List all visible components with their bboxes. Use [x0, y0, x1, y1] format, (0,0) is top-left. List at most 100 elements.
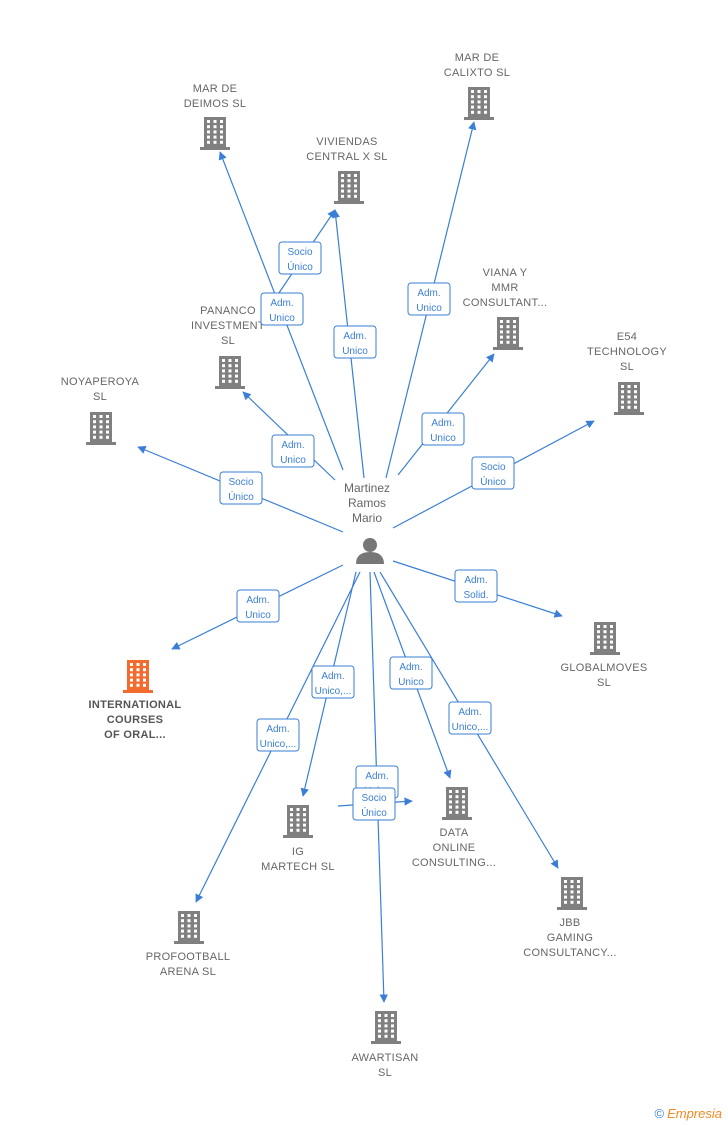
company-label: ARENA SL: [160, 966, 216, 978]
company-node-data-online[interactable]: DATAONLINECONSULTING...: [412, 787, 496, 869]
relation-label-text: Adm.: [281, 440, 304, 451]
company-label: COURSES: [107, 714, 164, 726]
company-label: CALIXTO SL: [444, 67, 510, 79]
building-icon: [493, 317, 523, 350]
person-label: Martinez: [344, 481, 390, 495]
relation-label: Adm. Unico: [236, 589, 280, 623]
company-label: TECHNOLOGY: [587, 346, 667, 358]
building-icon: [334, 171, 364, 204]
company-label: IG: [292, 846, 304, 858]
relation-label-text: Unico: [245, 610, 271, 621]
relation-label-text: Unico: [342, 346, 368, 357]
relation-label-text: Socio: [228, 477, 253, 488]
company-label: GAMING: [547, 932, 593, 944]
building-icon: [614, 382, 644, 415]
relation-label-text: Unico: [269, 313, 295, 324]
building-icon: [590, 622, 620, 655]
relation-label-text: Unico: [416, 303, 442, 314]
copyright-icon: ©: [654, 1106, 665, 1121]
relation-label-text: Adm.: [464, 575, 487, 586]
relation-label-text: Único: [361, 806, 387, 819]
company-label: VIVIENDAS: [316, 136, 377, 148]
company-label: SL: [597, 677, 611, 689]
relation-label-text: Socio: [287, 247, 312, 258]
company-label: MAR DE: [455, 52, 500, 64]
company-node-ig-martech[interactable]: IG MARTECH SL: [261, 805, 335, 873]
company-label: SL: [221, 335, 235, 347]
relation-label-text: Unico: [398, 677, 424, 688]
relation-label: Adm.Unico,...: [256, 718, 300, 752]
company-node-awartisan[interactable]: AWARTISAN SL: [351, 1011, 418, 1079]
relation-label-text: Único: [287, 260, 313, 273]
relation-label-text: Adm.: [365, 771, 388, 782]
company-node-jbb-gaming[interactable]: JBB GAMING CONSULTANCY...: [523, 877, 616, 959]
building-icon: [283, 805, 313, 838]
relation-label: Adm.Unico,...: [311, 665, 355, 699]
company-label: DATA: [440, 827, 469, 839]
company-label: AWARTISAN: [351, 1052, 418, 1064]
relation-label-text: Solid.: [463, 590, 488, 601]
company-label: CONSULTANT...: [463, 297, 548, 309]
building-icon: [442, 787, 472, 820]
company-label: MAR DE: [193, 83, 238, 95]
relation-label-text: Adm.: [246, 595, 269, 606]
relation-label-text: Adm.: [270, 298, 293, 309]
building-icon: [557, 877, 587, 910]
relation-label: Adm. Unico: [260, 292, 304, 326]
building-icon: [215, 356, 245, 389]
relation-label-text: Unico,...: [452, 722, 489, 733]
company-label: CONSULTANCY...: [523, 947, 616, 959]
relation-label: Adm.Unico: [421, 412, 465, 446]
relation-label: Adm. Unico: [333, 325, 377, 359]
relation-label-text: Socio: [480, 462, 505, 473]
relation-label-text: Único: [228, 490, 254, 503]
company-node-pananco[interactable]: PANANCO INVESTMENT SL: [191, 305, 265, 389]
building-icon: [123, 660, 153, 693]
company-label: SL: [93, 391, 107, 403]
company-node-mar-de-calixto[interactable]: MAR DE CALIXTO SL: [444, 52, 510, 120]
company-label: DEIMOS SL: [184, 98, 247, 110]
company-node-viviendas-central[interactable]: VIVIENDAS CENTRAL X SL: [306, 136, 387, 204]
building-icon: [200, 117, 230, 150]
company-label: PANANCO: [200, 305, 256, 317]
relation-label-text: Adm.: [399, 662, 422, 673]
relation-label-text: Adm.: [458, 707, 481, 718]
person-label: Ramos: [348, 496, 386, 510]
relation-label: Adm. Unico,...: [448, 701, 492, 735]
company-label: INVESTMENT: [191, 320, 265, 332]
company-node-mar-de-deimos[interactable]: MAR DE DEIMOS SL: [184, 83, 247, 150]
relation-label-text: Unico,...: [315, 686, 352, 697]
relation-label: Adm. Unico: [389, 656, 433, 690]
company-node-globalmoves[interactable]: GLOBALMOVES SL: [560, 622, 647, 689]
person-label: Mario: [352, 511, 382, 525]
company-label: GLOBALMOVES: [560, 662, 647, 674]
company-label: ONLINE: [433, 842, 476, 854]
company-label: SL: [620, 361, 634, 373]
company-label: E54: [617, 331, 637, 343]
person-icon: [356, 538, 384, 564]
company-label: VIANA Y: [483, 267, 528, 279]
relation-label-text: Adm.: [266, 724, 289, 735]
building-icon: [86, 412, 116, 445]
company-label: CENTRAL X SL: [306, 151, 387, 163]
footer-brand: ©Empresia: [654, 1106, 722, 1121]
company-label: OF ORAL...: [104, 729, 166, 741]
company-node-viana-mmr[interactable]: VIANA YMMRCONSULTANT...: [463, 267, 548, 350]
relation-label-text: Adm.: [343, 331, 366, 342]
company-label: JBB: [559, 917, 580, 929]
relation-label-text: Único: [480, 475, 506, 488]
relation-label-text: Unico: [430, 433, 456, 444]
building-icon: [371, 1011, 401, 1044]
building-icon: [174, 911, 204, 944]
company-label: MARTECH SL: [261, 861, 335, 873]
company-label: SL: [378, 1067, 392, 1079]
